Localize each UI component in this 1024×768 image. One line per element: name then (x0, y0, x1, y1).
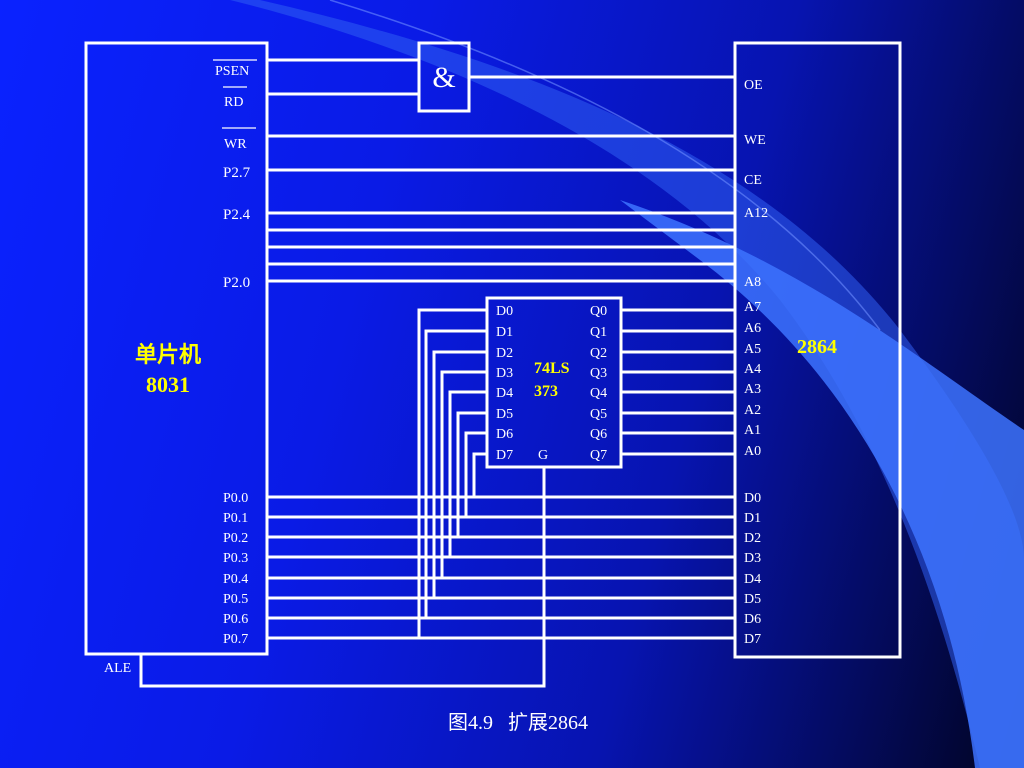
cpu-port0-labels: P0.0 P0.1 P0.2 P0.3 P0.4 P0.5 P0.6 P0.7 (223, 491, 248, 647)
pin-p0-0: P0.0 (223, 491, 248, 506)
pin-p0-2: P0.2 (223, 531, 248, 546)
eeprom-2864-box (733, 41, 902, 659)
latch-pin-d7: D7 (496, 448, 513, 463)
eeprom-pin-a4: A4 (744, 362, 761, 377)
eeprom-pin-d5: D5 (744, 592, 761, 607)
eeprom-pin-d6: D6 (744, 612, 761, 627)
eeprom-pin-d3: D3 (744, 551, 761, 566)
overbars (213, 59, 257, 129)
pin-p0-3: P0.3 (223, 551, 248, 566)
eeprom-pin-oe: OE (744, 78, 763, 93)
figure-caption: 图4.9 扩展2864 (448, 711, 588, 734)
latch-pin-q6: Q6 (590, 427, 607, 442)
latch-name-line2: 373 (534, 383, 558, 400)
eeprom-pin-a12: A12 (744, 206, 768, 221)
cpu-name-num: 8031 (146, 372, 190, 397)
pin-rd: RD (224, 95, 243, 110)
eeprom-pin-ce: CE (744, 173, 762, 188)
pin-p0-4: P0.4 (223, 572, 248, 587)
latch-pin-d1: D1 (496, 325, 513, 340)
pin-p2-0: P2.0 (223, 275, 250, 291)
wires (139, 58, 737, 688)
pin-p2-7: P2.7 (223, 165, 251, 181)
pin-ale: ALE (104, 661, 131, 676)
cpu-name-cn: 单片机 (135, 342, 201, 367)
latch-74ls373-box (485, 296, 623, 469)
latch-pin-q4: Q4 (590, 386, 607, 401)
eeprom-pin-d4: D4 (744, 572, 761, 587)
pin-p0-5: P0.5 (223, 592, 248, 607)
eeprom-low-addr-labels: A7 A6 A5 A4 A3 A2 A1 A0 (744, 300, 761, 459)
eeprom-pin-d7: D7 (744, 632, 761, 647)
latch-name-line1: 74LS (534, 360, 570, 377)
cpu-8031-box (84, 41, 269, 656)
eeprom-pin-a5: A5 (744, 342, 761, 357)
eeprom-pin-a3: A3 (744, 382, 761, 397)
latch-pin-d2: D2 (496, 346, 513, 361)
eeprom-pin-a7: A7 (744, 300, 761, 315)
latch-pin-d6: D6 (496, 427, 513, 442)
latch-pin-q3: Q3 (590, 366, 607, 381)
latch-pin-q5: Q5 (590, 407, 607, 422)
eeprom-pin-d0: D0 (744, 491, 761, 506)
latch-pin-d3: D3 (496, 366, 513, 381)
decorative-curve (230, 0, 1024, 768)
and-gate-symbol: & (432, 61, 455, 94)
eeprom-pin-we: WE (744, 133, 766, 148)
pin-p0-7: P0.7 (223, 632, 248, 647)
eeprom-pin-a0: A0 (744, 444, 761, 459)
latch-pin-d0: D0 (496, 304, 513, 319)
pin-wr: WR (224, 137, 247, 152)
eeprom-pin-a8: A8 (744, 275, 761, 290)
eeprom-pin-a1: A1 (744, 423, 761, 438)
latch-q-labels: Q0 Q1 Q2 Q3 Q4 Q5 Q6 Q7 (590, 304, 607, 463)
latch-pin-q0: Q0 (590, 304, 607, 319)
pin-psen: PSEN (215, 64, 249, 79)
latch-d-labels: D0 D1 D2 D3 D4 D5 D6 D7 (496, 304, 513, 463)
latch-pin-d5: D5 (496, 407, 513, 422)
pin-p0-6: P0.6 (223, 612, 248, 627)
eeprom-pin-a6: A6 (744, 321, 761, 336)
latch-pin-d4: D4 (496, 386, 513, 401)
pin-p0-1: P0.1 (223, 511, 248, 526)
latch-pin-q2: Q2 (590, 346, 607, 361)
eeprom-pin-a2: A2 (744, 403, 761, 418)
eeprom-data-labels: D0 D1 D2 D3 D4 D5 D6 D7 (744, 491, 761, 647)
eeprom-name: 2864 (797, 336, 837, 358)
eeprom-pin-d2: D2 (744, 531, 761, 546)
latch-pin-g: G (538, 448, 548, 463)
latch-pin-q7: Q7 (590, 448, 607, 463)
eeprom-pin-d1: D1 (744, 511, 761, 526)
pin-p2-4: P2.4 (223, 207, 251, 223)
latch-pin-q1: Q1 (590, 325, 607, 340)
